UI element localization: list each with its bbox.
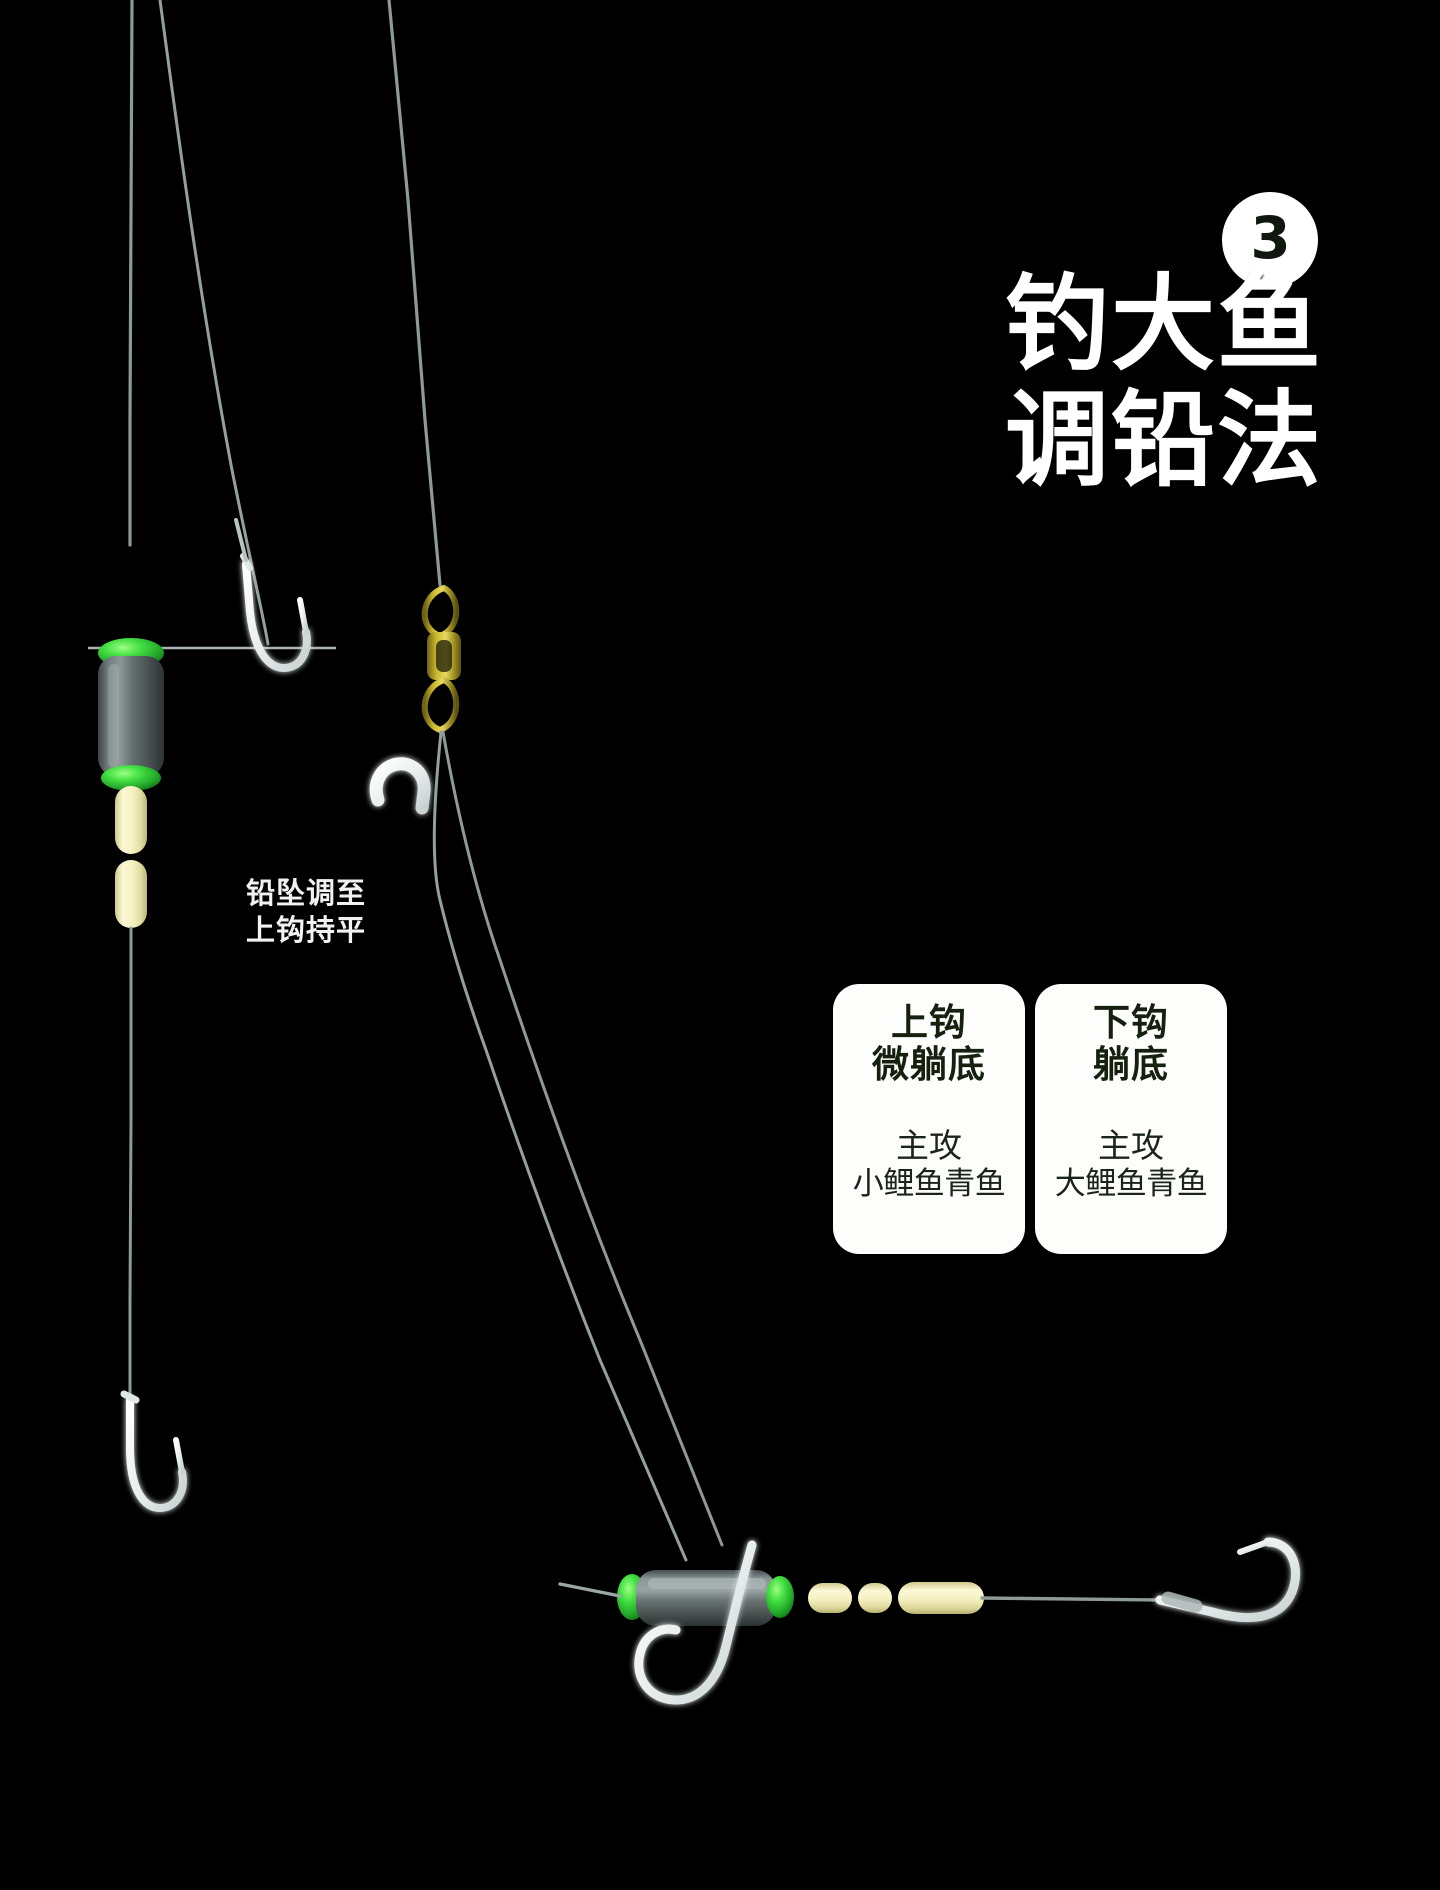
right-bead-1 [808, 1583, 852, 1613]
upper-hook-card-sub-2: 小鲤鱼青鱼 [852, 1166, 1006, 1202]
barrel-swivel [421, 584, 461, 734]
page-title-line-1: 钓大鱼 [1005, 267, 1324, 383]
lower-hook-card-head-2: 躺底 [1093, 1043, 1169, 1085]
page-title-line-2: 调铅法 [1005, 383, 1324, 500]
left-lower-hook-eye [120, 1390, 140, 1404]
right-tail-line [980, 1596, 1162, 1602]
left-main-line [128, 0, 134, 547]
left-lower-hook-shank [126, 1396, 187, 1513]
right-sinker-inlet-line [558, 1582, 622, 1598]
info-card-group: 上钩 微躺底 主攻 小鲤鱼青鱼 下钩 躺底 主攻 大鲤鱼青鱼 [833, 984, 1227, 1254]
right-main-line [387, 0, 442, 587]
left-lower-hook-point [173, 1437, 185, 1475]
page-title: 钓大鱼 调铅法 [1005, 272, 1355, 494]
left-sinker-highlight [108, 664, 119, 768]
step-number-text: 3 [1250, 204, 1290, 272]
right-upper-hook [369, 757, 431, 815]
lower-hook-card: 下钩 躺底 主攻 大鲤鱼青鱼 [1035, 984, 1227, 1254]
left-sinker-body [98, 656, 164, 776]
upper-hook-card-head-2: 微躺底 [872, 1043, 986, 1085]
right-sinker-highlight [648, 1578, 766, 1589]
left-lower-line [128, 926, 133, 1402]
sinker-annotation: 铅坠调至 上钩持平 [246, 876, 366, 950]
right-rig [369, 0, 1301, 1705]
sinker-annotation-line-1: 铅坠调至 [246, 878, 367, 910]
right-bead-2 [858, 1583, 892, 1613]
left-upper-hook-point [297, 597, 309, 635]
lower-hook-card-sub-2: 大鲤鱼青鱼 [1054, 1166, 1208, 1202]
left-bead-1 [115, 786, 147, 854]
upper-hook-card-sub-1: 主攻 [896, 1126, 962, 1164]
swivel-eye-top [421, 584, 460, 640]
right-lower-hook-leader [634, 1540, 757, 1705]
sinker-annotation-line-2: 上钩持平 [246, 915, 367, 948]
right-leader-upper [432, 730, 688, 1562]
left-upper-leader [158, 0, 270, 646]
right-bead-3 [898, 1582, 984, 1614]
left-bead-2 [115, 860, 147, 928]
left-upper-hook [268, 560, 290, 675]
right-far-hook-knot [1161, 1591, 1203, 1613]
left-sinker-cap-bottom [101, 765, 161, 791]
left-upper-hook-knot [234, 518, 248, 562]
right-far-hook-point [1237, 1539, 1271, 1555]
swivel-eye-bottom [421, 676, 460, 734]
right-sinker-cap-right [766, 1576, 794, 1618]
left-upper-hook-shank [242, 560, 311, 673]
step-number-badge: 3 [1222, 192, 1318, 288]
lower-hook-card-head-1: 下钩 [1093, 1002, 1169, 1043]
right-far-hook-shank [1155, 1537, 1301, 1623]
left-rig [88, 0, 336, 1513]
upper-hook-card-head-1: 上钩 [891, 1002, 967, 1043]
lower-hook-card-sub-1: 主攻 [1098, 1126, 1164, 1164]
swivel-barrel-hole [436, 640, 452, 672]
right-leader-lower [441, 730, 724, 1547]
upper-hook-card: 上钩 微躺底 主攻 小鲤鱼青鱼 [833, 984, 1025, 1254]
